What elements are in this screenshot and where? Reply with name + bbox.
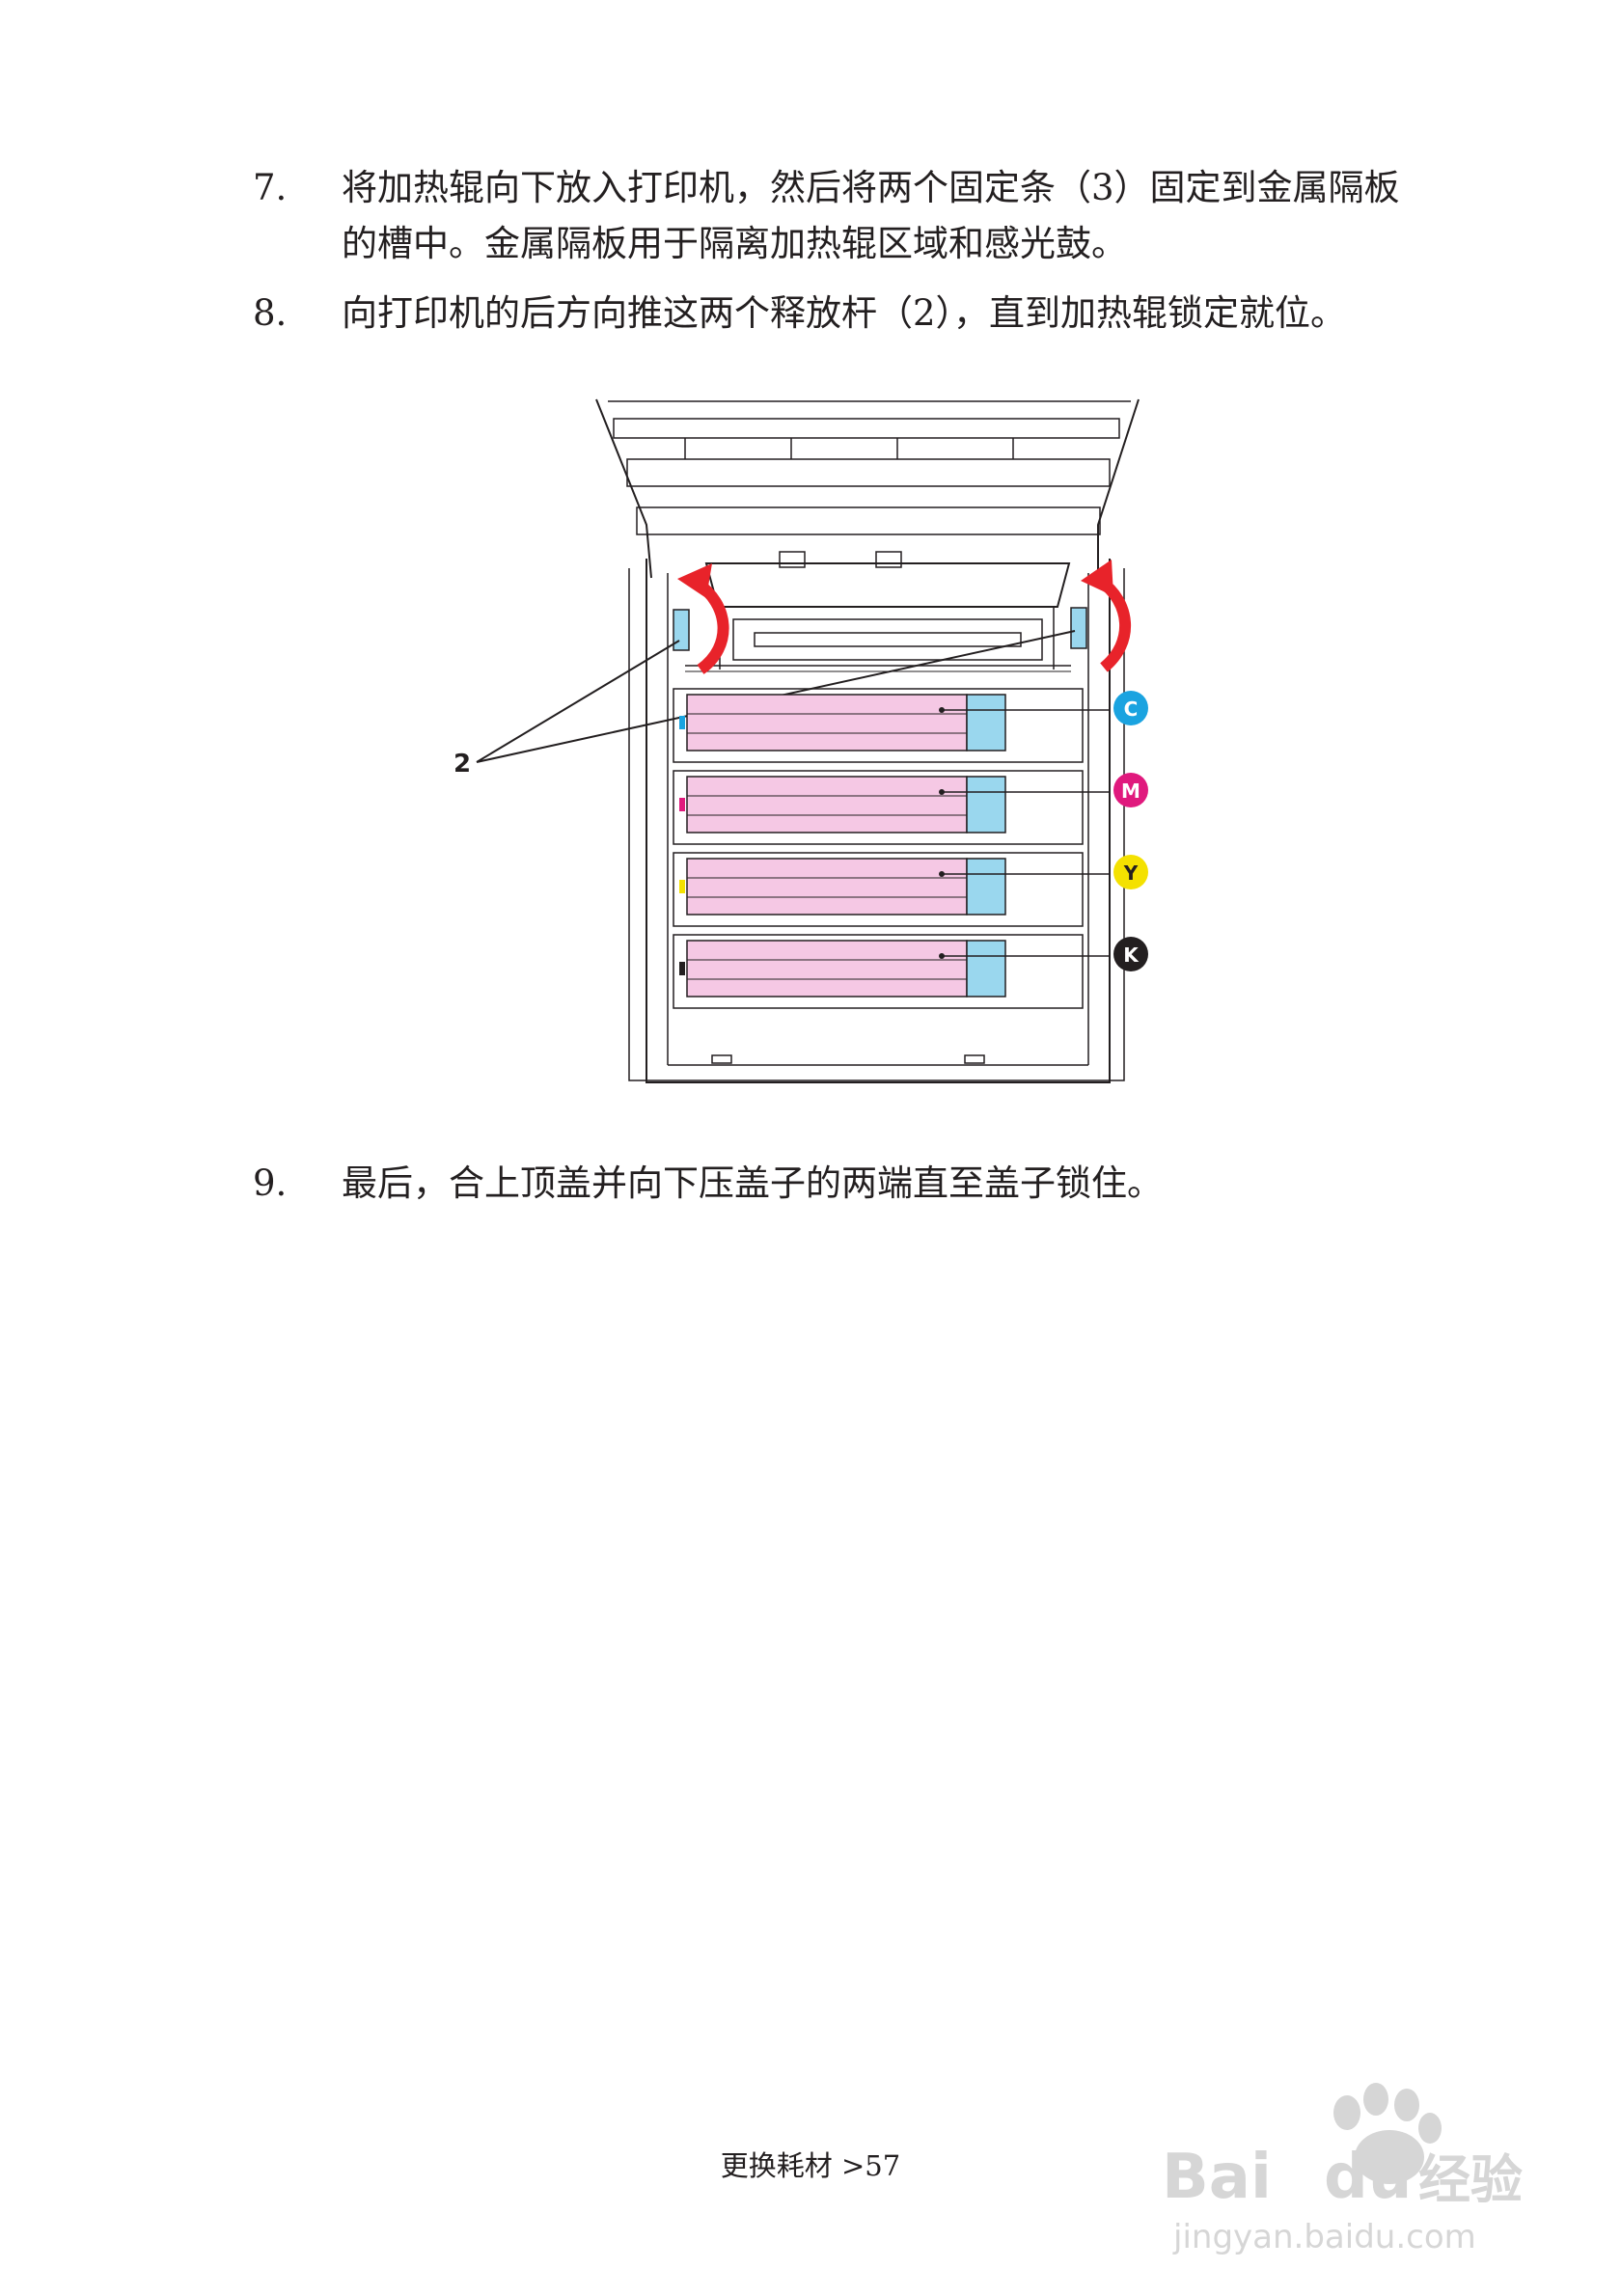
- toner-cartridge-stack: C M Y K: [673, 688, 1148, 1009]
- arrowhead-left: [677, 563, 712, 598]
- printer-illustration: 2 C M Y K: [453, 398, 1148, 1083]
- color-marker: [679, 716, 685, 729]
- step-text: 向打印机的后方向推这两个释放杆（2），直到加热辊锁定就位。: [342, 292, 1347, 334]
- cartridge-c: C: [673, 688, 1148, 763]
- paw-icon: [1333, 2083, 1442, 2184]
- color-marker: [679, 962, 685, 975]
- drum-body: [686, 776, 968, 834]
- step-text: 将加热辊向下放入打印机，然后将两个固定条（3）固定到金属隔板的槽中。金属隔板用于…: [342, 167, 1400, 264]
- cartridge-k: K: [673, 934, 1148, 1009]
- watermark-url: jingyan.baidu.com: [1172, 2218, 1476, 2256]
- cover-right-edge: [1097, 398, 1140, 578]
- step-number: 9.: [253, 1162, 288, 1204]
- cartridge-end-cap: [966, 776, 1006, 834]
- callout-label: 2: [453, 750, 471, 779]
- cartridge-end-cap: [966, 858, 1006, 916]
- fuser-unit: [704, 562, 1071, 608]
- cartridge-end-cap: [966, 940, 1006, 998]
- page-footer: 更换耗材 >57: [720, 2149, 901, 2182]
- release-lever-left: [673, 609, 690, 651]
- step-number: 8.: [253, 292, 288, 334]
- color-badge-label: Y: [1123, 861, 1139, 885]
- cartridge-bay: [673, 770, 1084, 845]
- drum-body: [686, 858, 968, 916]
- color-badge-m: [1113, 773, 1148, 807]
- drum-body: [686, 694, 968, 752]
- cover-left-edge: [595, 398, 652, 579]
- watermark-brand-tail: du: [1324, 2142, 1412, 2213]
- color-marker: [679, 880, 685, 893]
- color-badge-label: K: [1123, 943, 1140, 967]
- cartridge-bay: [673, 688, 1084, 763]
- cartridge-bay: [673, 852, 1084, 927]
- cartridge-m: M: [673, 770, 1148, 845]
- arrow-left: [693, 577, 729, 674]
- step-number: 7.: [253, 167, 288, 208]
- cartridge-end-cap: [966, 694, 1006, 752]
- color-badge-y: [1113, 855, 1148, 889]
- release-lever-right: [1070, 607, 1087, 649]
- color-badge-label: M: [1121, 779, 1140, 803]
- color-marker: [679, 798, 685, 811]
- watermark-product: 经验: [1418, 2149, 1523, 2210]
- baidu-jingyan-watermark: Bai du 经验 jingyan.baidu.com: [1162, 2083, 1523, 2256]
- color-badge-c: [1113, 691, 1148, 725]
- cartridge-bay: [673, 934, 1084, 1009]
- watermark-brand: Bai: [1162, 2142, 1272, 2213]
- step-text: 最后，合上顶盖并向下压盖子的两端直至盖子锁住。: [342, 1162, 1163, 1204]
- printer-body: [646, 559, 1111, 1083]
- color-badge-k: [1113, 937, 1148, 971]
- arrowhead-right: [1081, 560, 1113, 596]
- drum-body: [686, 940, 968, 998]
- color-badge-label: C: [1124, 697, 1139, 721]
- cartridge-y: Y: [673, 852, 1148, 927]
